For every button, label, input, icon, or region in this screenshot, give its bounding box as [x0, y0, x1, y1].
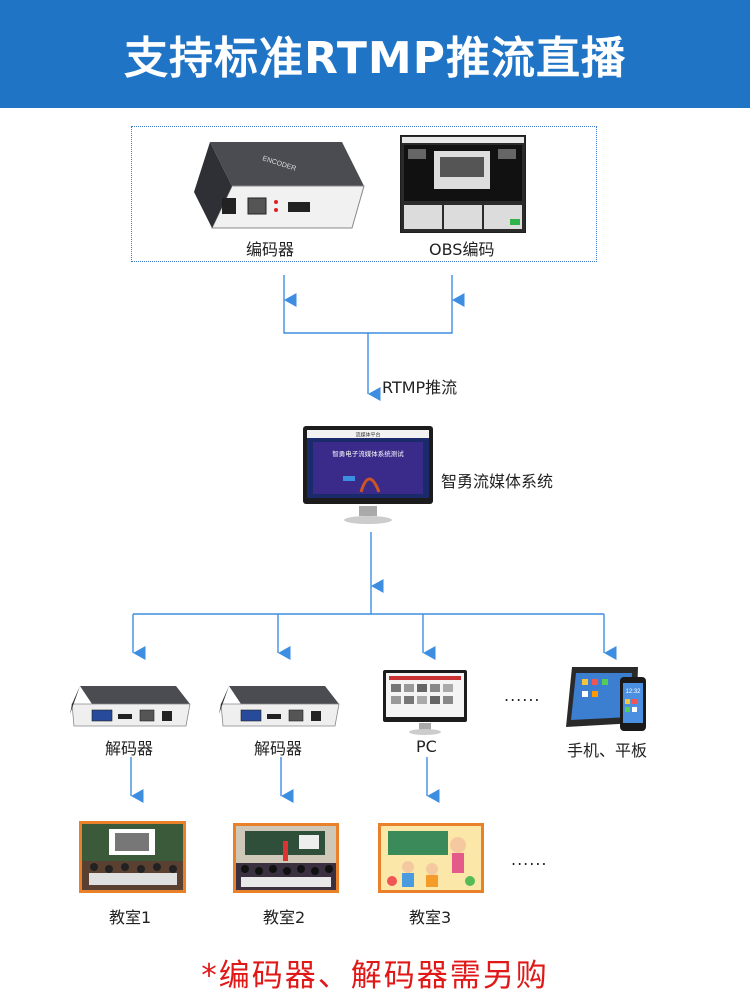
- server-monitor-image: 流媒体平台 智勇电子流媒体系统测试: [303, 426, 433, 524]
- title-banner: 支持标准RTMP推流直播: [0, 0, 750, 108]
- obs-screenshot-image: [400, 135, 526, 233]
- tablet-phone-image: 12:32: [566, 667, 646, 731]
- server-screen-headline: 智勇电子流媒体系统测试: [332, 449, 404, 458]
- server-screen-header: 流媒体平台: [355, 432, 380, 439]
- classroom-label-1: 教室1: [109, 908, 152, 927]
- classroom-label-2: 教室2: [263, 908, 306, 927]
- source-group-box: [131, 126, 597, 262]
- classroom-1-photo: [79, 821, 186, 893]
- decoder-1-image: [70, 686, 191, 727]
- classroom-2-photo: [233, 823, 339, 893]
- classroom-label-3: 教室3: [409, 908, 452, 927]
- classrooms-more-dots: ......: [511, 850, 548, 869]
- svg-text:12:32: 12:32: [625, 689, 641, 695]
- clients-more-dots: ......: [504, 686, 541, 705]
- encoder-device-image: ENCODER: [194, 142, 365, 229]
- client-label-mobile: 手机、平板: [567, 741, 648, 760]
- purchase-note: *编码器、解码器需另购: [201, 958, 549, 994]
- obs-label: OBS编码: [429, 240, 495, 259]
- page-title: 支持标准RTMP推流直播: [124, 33, 626, 84]
- rtmp-push-label: RTMP推流: [382, 378, 458, 397]
- encoder-label: 编码器: [246, 240, 295, 259]
- client-label-decoder-2: 解码器: [254, 739, 303, 758]
- pc-monitor-image: [383, 670, 467, 735]
- client-label-decoder-1: 解码器: [105, 739, 154, 758]
- server-label: 智勇流媒体系统: [441, 472, 554, 491]
- client-label-pc: PC: [416, 737, 437, 756]
- classroom-3-photo: [378, 823, 484, 893]
- decoder-2-image: [219, 686, 340, 727]
